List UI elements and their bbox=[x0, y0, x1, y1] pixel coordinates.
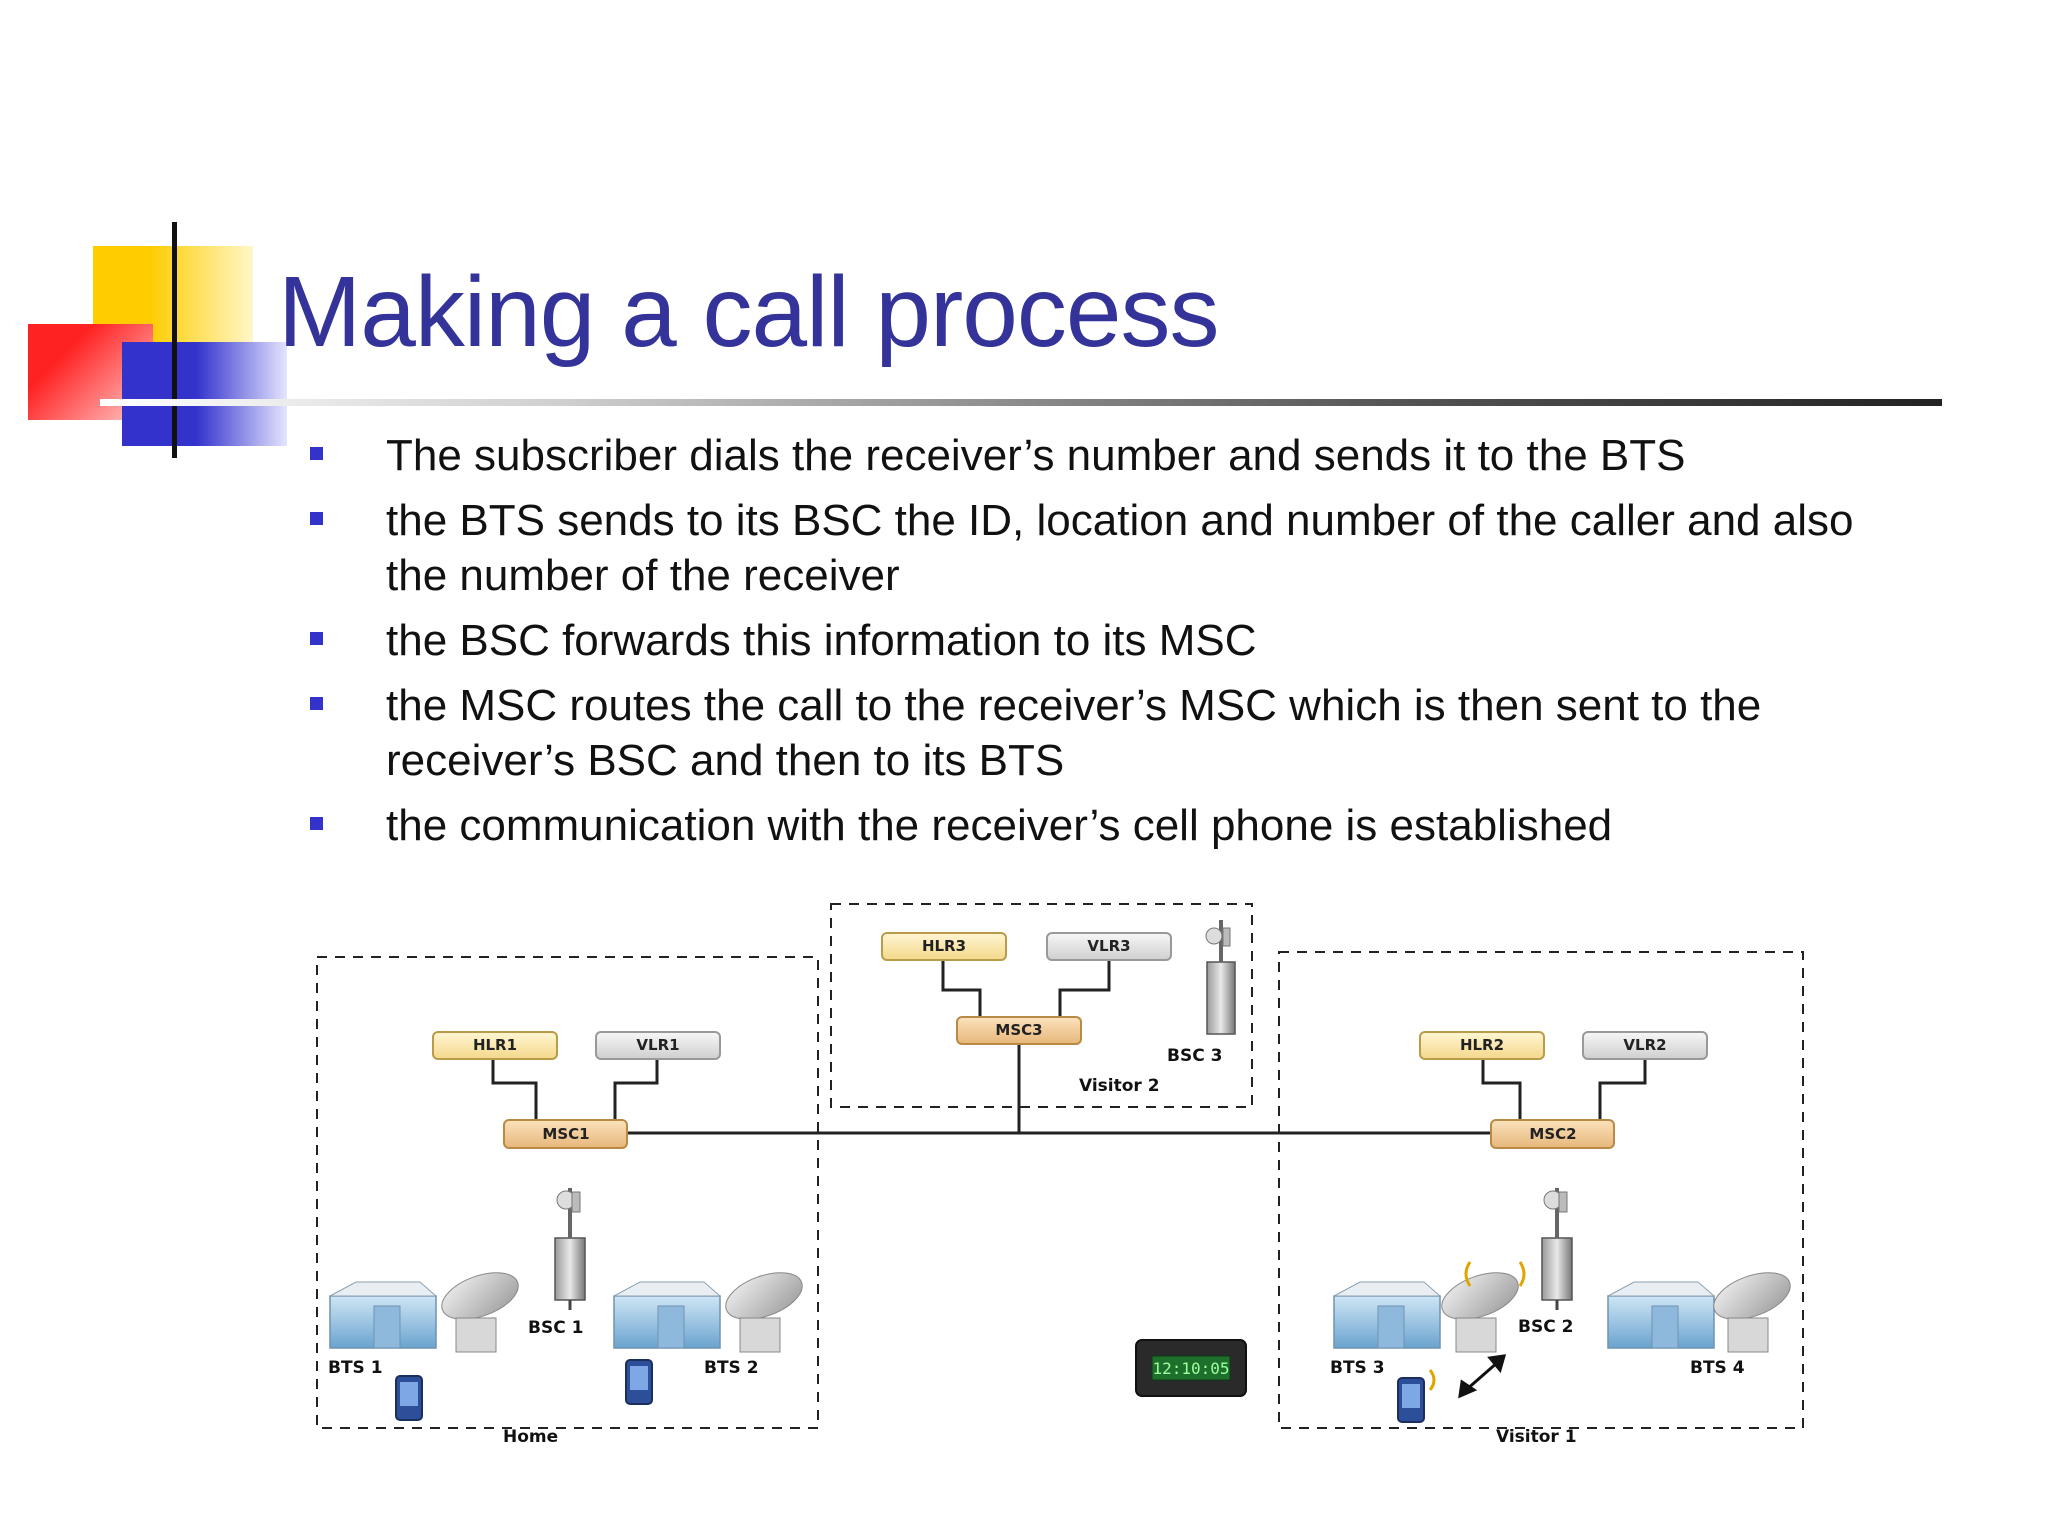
clock-display: 12:10:05 bbox=[1152, 1359, 1229, 1378]
visitor2-region bbox=[830, 903, 1253, 1108]
msc1-box: MSC1 bbox=[503, 1119, 628, 1149]
vlr3-label: VLR3 bbox=[1087, 937, 1130, 955]
bullet-item: the BTS sends to its BSC the ID, locatio… bbox=[310, 493, 1870, 603]
bts2-dish-icon bbox=[725, 1272, 803, 1353]
hlr2-box: HLR2 bbox=[1419, 1031, 1545, 1060]
bsc3-tower-icon bbox=[1205, 920, 1236, 1035]
msc3-box: MSC3 bbox=[956, 1016, 1082, 1045]
hlr3-label: HLR3 bbox=[922, 937, 966, 955]
bullet-item: the communication with the receiver’s ce… bbox=[310, 798, 1870, 853]
hlr3-box: HLR3 bbox=[881, 932, 1007, 961]
msc2-label: MSC2 bbox=[1529, 1125, 1576, 1143]
vlr1-box: VLR1 bbox=[595, 1031, 721, 1060]
bullet-square-icon bbox=[310, 632, 323, 645]
bullet-text: the BTS sends to its BSC the ID, locatio… bbox=[386, 496, 1854, 600]
bts4-dish-icon bbox=[1713, 1272, 1791, 1353]
bullet-list: The subscriber dials the receiver’s numb… bbox=[310, 428, 1870, 863]
home-phone-2-icon bbox=[625, 1359, 653, 1405]
deco-blue-block bbox=[122, 342, 287, 446]
bts1-building-icon bbox=[329, 1281, 438, 1349]
vlr3-box: VLR3 bbox=[1046, 932, 1172, 961]
bts4-building-icon bbox=[1607, 1281, 1716, 1349]
vlr1-label: VLR1 bbox=[636, 1036, 679, 1054]
vlr2-label: VLR2 bbox=[1623, 1036, 1666, 1054]
visitor1-region bbox=[1278, 951, 1804, 1429]
visitor2-region-label: Visitor 2 bbox=[1079, 1076, 1160, 1096]
bullet-item: the BSC forwards this information to its… bbox=[310, 613, 1870, 668]
bullet-text: The subscriber dials the receiver’s numb… bbox=[386, 431, 1686, 480]
bullet-square-icon bbox=[310, 447, 323, 460]
home-phone-1-icon bbox=[395, 1375, 423, 1421]
visitor-phone-icon bbox=[1397, 1369, 1436, 1423]
connection-lines bbox=[491, 960, 1647, 1135]
bullet-text: the BSC forwards this information to its… bbox=[386, 616, 1257, 665]
bullet-square-icon bbox=[310, 817, 323, 830]
bsc2-tower-icon bbox=[1541, 1188, 1573, 1310]
visitor1-region-label: Visitor 1 bbox=[1496, 1427, 1577, 1447]
bts2-building-icon bbox=[613, 1281, 722, 1349]
bts3-dish-icon bbox=[1441, 1261, 1526, 1353]
bullet-text: the MSC routes the call to the receiver’… bbox=[386, 681, 1762, 785]
msc2-box: MSC2 bbox=[1490, 1119, 1615, 1149]
bullet-square-icon bbox=[310, 512, 323, 525]
hlr1-box: HLR1 bbox=[432, 1031, 558, 1060]
bts3-label: BTS 3 bbox=[1330, 1358, 1385, 1378]
clock-icon: 12:10:05 bbox=[1135, 1339, 1247, 1397]
bts1-label: BTS 1 bbox=[328, 1358, 383, 1378]
bts1-dish-icon bbox=[441, 1272, 519, 1353]
bsc1-label: BSC 1 bbox=[528, 1318, 583, 1338]
bullet-item: the MSC routes the call to the receiver’… bbox=[310, 678, 1870, 788]
msc1-label: MSC1 bbox=[542, 1125, 589, 1143]
bullet-text: the communication with the receiver’s ce… bbox=[386, 801, 1613, 850]
bullet-square-icon bbox=[310, 697, 323, 710]
bsc2-label: BSC 2 bbox=[1518, 1317, 1573, 1337]
bts4-label: BTS 4 bbox=[1690, 1358, 1745, 1378]
bts3-building-icon bbox=[1333, 1281, 1442, 1349]
double-arrow-icon bbox=[1458, 1354, 1507, 1399]
home-region-label: Home bbox=[503, 1427, 558, 1447]
bsc3-label: BSC 3 bbox=[1167, 1046, 1222, 1066]
bts2-label: BTS 2 bbox=[704, 1358, 759, 1378]
msc3-label: MSC3 bbox=[995, 1021, 1042, 1039]
vlr2-box: VLR2 bbox=[1582, 1031, 1708, 1060]
bullet-item: The subscriber dials the receiver’s numb… bbox=[310, 428, 1870, 483]
slide-title: Making a call process bbox=[278, 256, 1220, 368]
title-underline bbox=[100, 399, 1942, 406]
hlr1-label: HLR1 bbox=[473, 1036, 517, 1054]
bsc1-tower-icon bbox=[554, 1188, 586, 1310]
hlr2-label: HLR2 bbox=[1460, 1036, 1504, 1054]
deco-vertical-line bbox=[172, 222, 177, 458]
